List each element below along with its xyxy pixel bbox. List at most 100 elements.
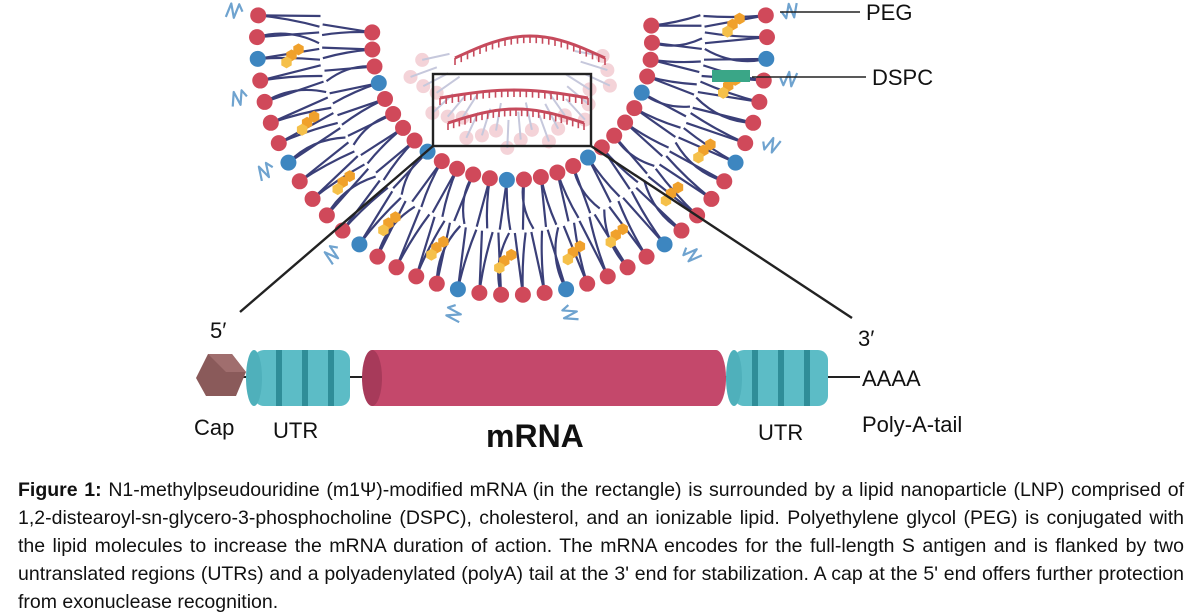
utr-right-label: UTR [758, 420, 803, 445]
phospholipid-head [385, 106, 401, 122]
lipid-tail [623, 198, 664, 245]
lipid-tail [258, 15, 320, 16]
interior-lipid-tail [437, 77, 460, 93]
phospholipid-head [745, 115, 761, 131]
phospholipid-head [716, 173, 732, 189]
ionizable-lipid-head [728, 155, 744, 171]
phospholipid-head [292, 173, 308, 189]
phospholipid-head [305, 191, 321, 207]
peg-chain [562, 305, 578, 319]
figure-caption: Figure 1: N1-methylpseudouridine (m1Ψ)-m… [18, 476, 1184, 616]
utr-left-label: UTR [273, 418, 318, 443]
phospholipid-head [434, 153, 450, 169]
phospholipid-head [673, 223, 689, 239]
five-prime-label: 5′ [210, 318, 226, 343]
ionizable-lipid-head [250, 51, 266, 67]
phospholipid-head [565, 158, 581, 174]
phospholipid-head [257, 94, 273, 110]
lipid-tail [704, 59, 766, 60]
zoom-line-left [240, 146, 433, 312]
phospholipid-head [482, 170, 498, 186]
phospholipid-head [516, 171, 532, 187]
dspc-marker [712, 70, 750, 82]
dspc-label: DSPC [872, 65, 933, 90]
phospholipid-head [737, 135, 753, 151]
lipid-tail [686, 123, 745, 143]
peg-chain [233, 90, 247, 106]
phospholipid-head [429, 276, 445, 292]
lipid-tail [458, 227, 466, 289]
phospholipid-head [249, 29, 265, 45]
phospholipid-head [515, 287, 531, 303]
ionizable-lipid-head [758, 51, 774, 67]
ionizable-lipid-head [280, 155, 296, 171]
peg-label: PEG [866, 0, 912, 25]
lipid-tail [258, 15, 319, 26]
poly-a-sequence: AAAA [862, 366, 921, 391]
phospholipid-head [639, 68, 655, 84]
phospholipid-head [643, 18, 659, 34]
peg-chain [259, 163, 273, 181]
phospholipid-head [319, 207, 335, 223]
ionizable-lipid-head [634, 85, 650, 101]
phospholipid-head [756, 73, 772, 89]
phospholipid-head [388, 259, 404, 275]
lipid-tail [437, 226, 460, 284]
phospholipid-head [250, 7, 266, 23]
lipid-tail [343, 181, 380, 231]
poly-a-tail-label: Poly-A-tail [862, 412, 962, 437]
three-prime-label: 3′ [858, 326, 874, 351]
phospholipid-head [377, 91, 393, 107]
phospholipid-head [449, 161, 465, 177]
ionizable-lipid-head [450, 281, 466, 297]
interior-lipid-tail [507, 120, 508, 148]
zoom-line-right [591, 146, 852, 318]
phospholipid-head [579, 276, 595, 292]
caption-text: N1-methylpseudouridine (m1Ψ)-modified mR… [18, 479, 1184, 613]
phospholipid-head [369, 249, 385, 265]
ionizable-lipid-head [580, 150, 596, 166]
phospholipid-head [263, 115, 279, 131]
phospholipid-head [606, 128, 622, 144]
phospholipid-head [639, 249, 655, 265]
phospholipid-head [252, 73, 268, 89]
lipid-tail [260, 65, 320, 80]
peg-chain [780, 72, 797, 86]
phospholipid-head [364, 42, 380, 58]
ionizable-lipid-head [351, 236, 367, 252]
ionizable-lipid-head [558, 281, 574, 297]
phospholipid-head [620, 259, 636, 275]
phospholipid-head [537, 285, 553, 301]
lnp-mrna-diagram: PEG DSPC 5′ [0, 0, 1200, 460]
ionizable-lipid-head [371, 75, 387, 91]
phospholipid-head [408, 268, 424, 284]
mrna-label: mRNA [486, 418, 584, 454]
phospholipid-head [751, 94, 767, 110]
lipid-tail [265, 82, 324, 102]
mrna-body-shape [362, 350, 726, 406]
peg-chain [782, 3, 797, 18]
peg-chain [683, 248, 701, 262]
phospholipid-head [643, 52, 659, 68]
lipid-tail [515, 233, 523, 295]
utr-right-shape [726, 350, 828, 406]
phospholipid-head [644, 35, 660, 51]
utr-left-shape [246, 350, 350, 406]
lipid-nanoparticle [226, 3, 797, 322]
phospholipid-head [407, 133, 423, 149]
cap-label: Cap [194, 415, 234, 440]
phospholipid-head [395, 120, 411, 136]
caption-lead: Figure 1: [18, 479, 102, 501]
phospholipid-head [600, 268, 616, 284]
phospholipid-head [533, 169, 549, 185]
peg-chain [446, 305, 461, 322]
lipid-tail [705, 37, 767, 43]
ionizable-lipid-head [657, 236, 673, 252]
phospholipid-head [626, 100, 642, 116]
peg-chain [226, 3, 243, 17]
phospholipid-head [759, 29, 775, 45]
phospholipid-head [758, 7, 774, 23]
phospholipid-head [493, 287, 509, 303]
ionizable-lipid-head [499, 172, 515, 188]
mrna-construct [196, 350, 860, 406]
